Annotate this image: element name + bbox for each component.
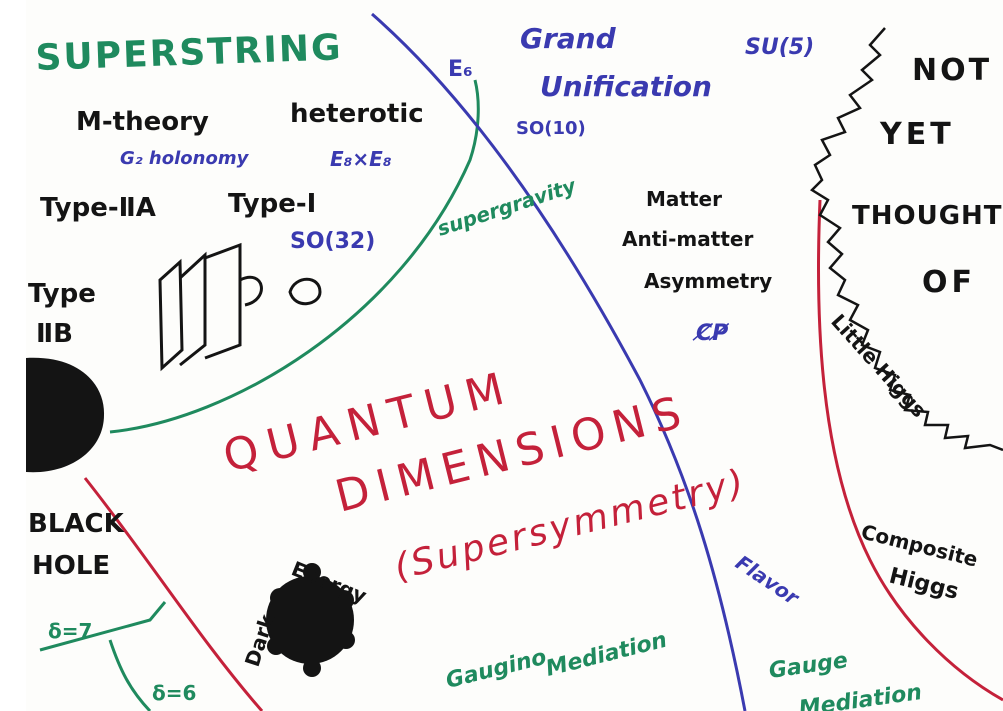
unknown-line3: THOUGHT (852, 201, 1003, 231)
matter-line2: Anti-matter (622, 227, 753, 251)
unification-label: Unification (540, 70, 712, 103)
e6-label: E₆ (448, 57, 473, 82)
matter-line3: Asymmetry (644, 269, 772, 293)
delta7-label: δ=7 (48, 619, 92, 643)
brane-sketch (158, 242, 322, 372)
gaugino-label: Gaugino (443, 645, 549, 694)
so10-label: SO(10) (516, 118, 586, 139)
gut-boundary (371, 12, 747, 711)
e8xe8-label: E₈×E₈ (330, 147, 392, 171)
dark-energy-blob (266, 563, 355, 677)
quantum-left-boundary (83, 477, 264, 711)
type-iia-label: Type-ⅡA (40, 193, 156, 223)
heterotic-label: heterotic (290, 99, 424, 129)
composite-higgs-line1: Composite (859, 520, 980, 572)
unknown-line2: YET (879, 117, 955, 152)
unknown-boundary (810, 27, 1003, 452)
composite-higgs-line2: Higgs (887, 564, 961, 605)
su5-label: SU(5) (745, 35, 814, 60)
flavor-label: Flavor (731, 550, 804, 610)
black-label: BLACK (28, 509, 125, 539)
m-theory-label: M-theory (76, 107, 209, 137)
g2-holonomy-label: G₂ holonomy (120, 148, 250, 169)
quantum-right-boundary (816, 199, 1003, 702)
mediation-label: Mediation (543, 628, 669, 682)
unknown-line4: OF (922, 265, 976, 300)
delta6-line (108, 639, 152, 711)
type-i-label: Type-I (228, 189, 316, 219)
gauge-mediation-label: Mediation (797, 680, 923, 711)
so32-label: SO(32) (290, 229, 375, 254)
hole-label: HOLE (32, 551, 110, 581)
type-iib-line2: ⅡB (36, 319, 73, 349)
little-higgs-label: Little Higgs (826, 309, 931, 422)
superstring-boundary (109, 79, 480, 434)
gauge-label: Gauge (767, 648, 849, 684)
superstring-title: SUPERSTRING (35, 27, 343, 79)
delta6-label: δ=6 (152, 681, 196, 705)
type-iib-line1: Type (28, 279, 96, 309)
black-hole-shape (26, 357, 105, 473)
matter-line1: Matter (646, 187, 722, 211)
supergravity-label: supergravity (434, 173, 579, 241)
cp-label: C̸P̸ (692, 321, 729, 346)
unknown-line1: NOT (912, 53, 992, 88)
grand-label: Grand (520, 22, 617, 55)
delta7-line (39, 601, 167, 652)
left-margin (0, 0, 26, 711)
